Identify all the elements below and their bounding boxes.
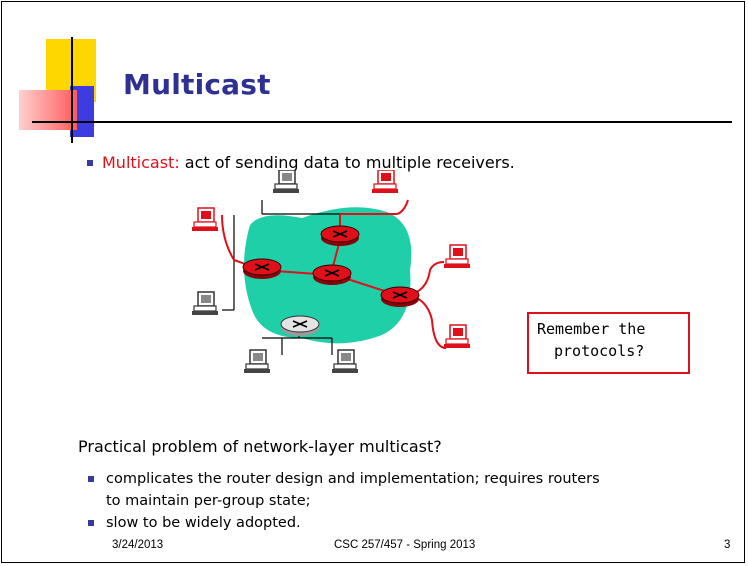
bullet-item: complicates the router design and implem… bbox=[106, 471, 600, 487]
router-icon bbox=[312, 264, 352, 286]
intro-term: Multicast: bbox=[102, 153, 180, 172]
computer-icon bbox=[272, 170, 300, 194]
computer-icon bbox=[191, 291, 219, 316]
multicast-network-diagram bbox=[191, 170, 471, 374]
callout-box: Remember the protocols? bbox=[527, 312, 690, 374]
computer-icon bbox=[443, 324, 471, 349]
title-vertical-rule bbox=[71, 37, 73, 143]
footer-course: CSC 257/457 - Spring 2013 bbox=[334, 539, 476, 551]
callout-line1: Remember the bbox=[537, 320, 646, 338]
footer-date: 3/24/2013 bbox=[112, 539, 164, 551]
router-icon bbox=[380, 286, 420, 308]
computer-icon bbox=[243, 349, 271, 374]
square-bullet-icon bbox=[88, 476, 94, 482]
router-icon bbox=[280, 315, 320, 337]
title-horizontal-rule bbox=[32, 121, 732, 123]
computer-icon bbox=[371, 170, 399, 194]
square-bullet-icon bbox=[87, 160, 93, 166]
intro-line: Multicast: act of sending data to multip… bbox=[102, 153, 515, 172]
router-icon bbox=[320, 225, 360, 247]
question-text: Practical problem of network-layer multi… bbox=[78, 437, 442, 456]
callout-line2: protocols? bbox=[554, 342, 645, 360]
intro-rest: act of sending data to multiple receiver… bbox=[179, 153, 515, 172]
page-title: Multicast bbox=[123, 68, 271, 101]
square-bullet-icon bbox=[88, 520, 94, 526]
computer-icon bbox=[443, 244, 471, 269]
router-icon bbox=[242, 258, 282, 280]
computer-icon bbox=[331, 349, 359, 374]
footer-page-number: 3 bbox=[724, 539, 731, 551]
bullet-item: slow to be widely adopted. bbox=[106, 515, 301, 531]
deco-red-block bbox=[19, 90, 77, 130]
computer-icon bbox=[191, 207, 219, 232]
bullet-item-continued: to maintain per-group state; bbox=[106, 493, 311, 509]
